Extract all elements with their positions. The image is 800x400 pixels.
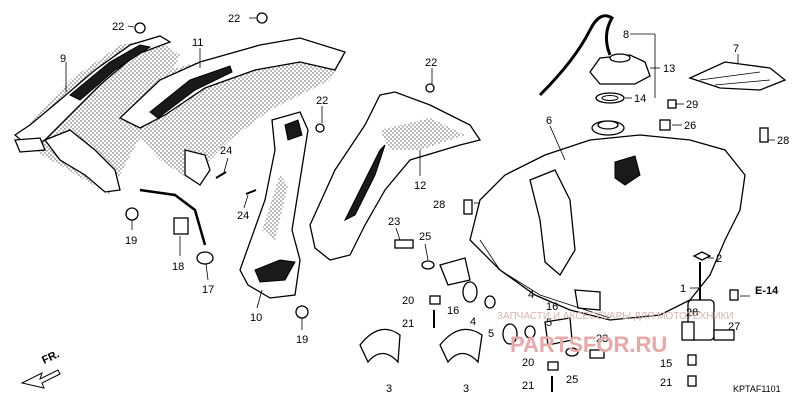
callout-2: 2 [716, 253, 722, 265]
callout-24: 24 [237, 210, 249, 222]
watermark-text: ЗАПЧАСТИ И АКСЕССУАРЫ ДЛЯ МОТОТЕХНИКИ [497, 311, 734, 322]
callout-24: 24 [220, 145, 232, 157]
callout-5: 5 [546, 317, 552, 329]
callout-6: 6 [546, 115, 552, 127]
tank-rubber-strap [688, 61, 787, 91]
callout-26: 26 [684, 120, 696, 132]
callout-3: 3 [386, 383, 392, 395]
callout-19: 19 [296, 334, 308, 346]
callout-20: 20 [522, 357, 534, 369]
callout-27: 27 [728, 321, 740, 333]
callout-23: 23 [388, 216, 400, 228]
callout-16: 16 [447, 305, 459, 317]
callout-12: 12 [414, 180, 426, 192]
callout-10: 10 [250, 312, 262, 324]
callout-8: 8 [623, 29, 629, 41]
left-radiator-shroud [13, 35, 180, 195]
callout-1: 1 [680, 283, 686, 295]
radiator-shroud-11 [118, 37, 346, 186]
callout-4: 4 [470, 316, 476, 328]
callout-16: 16 [546, 301, 558, 313]
callout-21: 21 [522, 380, 534, 392]
fuel-valve [681, 262, 735, 341]
callout-22: 22 [316, 95, 328, 107]
callout-20: 20 [402, 295, 414, 307]
callout-28: 28 [777, 135, 789, 147]
callout-21: 21 [660, 377, 672, 389]
callout-18: 18 [172, 261, 184, 273]
callout-22: 22 [112, 21, 124, 33]
callout-21: 21 [402, 318, 414, 330]
callout-15: 15 [660, 358, 672, 370]
callout-14: 14 [634, 93, 646, 105]
callout-7: 7 [733, 43, 739, 55]
callout-23: 23 [596, 333, 608, 345]
callout-22: 22 [425, 57, 437, 69]
watermark: ЗАПЧАСТИ И АКСЕССУАРЫ ДЛЯ МОТОТЕХНИКИ PA… [497, 311, 734, 357]
filler-cap-assembly [538, 14, 651, 104]
callout-5: 5 [488, 328, 494, 340]
callout-25: 25 [419, 231, 431, 243]
callout-17: 17 [202, 284, 214, 296]
shroud-12 [309, 91, 482, 261]
callout-22: 22 [228, 13, 240, 25]
callout-11: 11 [192, 37, 203, 49]
callout-3: 3 [463, 383, 469, 395]
leader-lines [65, 17, 775, 330]
watermark-site: PARTSFOR.RU [510, 332, 667, 357]
callout-4: 4 [528, 289, 534, 301]
callout-9: 9 [60, 53, 66, 65]
fuel-tank [469, 120, 746, 321]
hardware [125, 12, 769, 392]
side-cover-10 [239, 111, 309, 299]
callout-13: 13 [663, 63, 675, 75]
callout-28: 28 [686, 307, 698, 319]
callout-29: 29 [686, 99, 698, 111]
front-direction-arrow: FR. [20, 348, 61, 389]
callout-28: 28 [433, 199, 445, 211]
front-marker-label: FR. [40, 348, 61, 366]
diagram-code: KPTAF1101 [733, 384, 781, 394]
reference-e14-label: E-14 [755, 285, 779, 297]
callout-labels: 9 11 22 22 22 22 24 24 19 18 17 10 19 12… [60, 13, 789, 395]
callout-19: 19 [125, 235, 137, 247]
callout-25: 25 [566, 374, 578, 386]
